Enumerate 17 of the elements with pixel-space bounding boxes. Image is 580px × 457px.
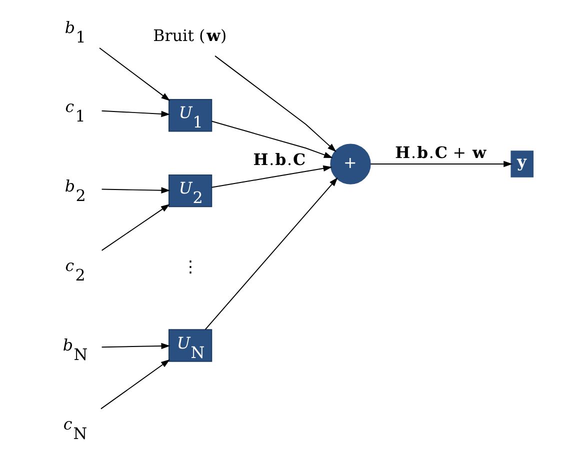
- edge-label: H.b.C + w: [394, 142, 486, 162]
- node-box: y: [510, 150, 534, 178]
- arrow: [100, 110, 170, 118]
- arrow: [214, 55, 336, 152]
- arrow: [98, 48, 170, 102]
- arrow: [100, 204, 170, 251]
- arrow: [210, 165, 332, 188]
- arrow: [204, 177, 338, 330]
- arrow: [100, 342, 170, 350]
- node-circle: +: [330, 144, 370, 184]
- edge-label: H.b.C: [252, 150, 306, 169]
- label: ⋮: [182, 256, 198, 276]
- arrow: [100, 359, 170, 410]
- arrow: [370, 160, 512, 168]
- arrow: [210, 120, 332, 158]
- node-text: Bruit (w): [152, 26, 226, 45]
- arrow: [100, 187, 170, 194]
